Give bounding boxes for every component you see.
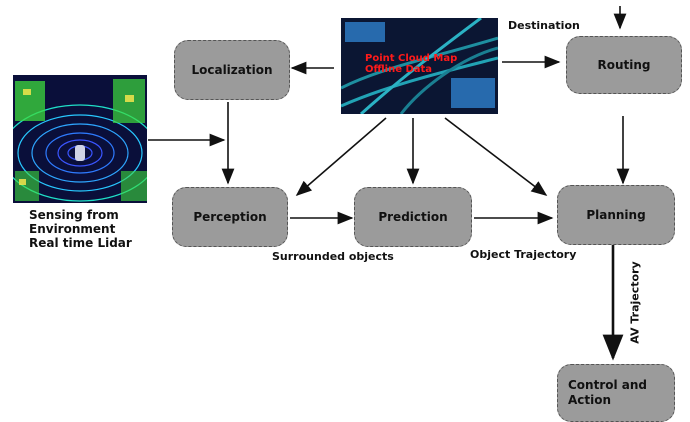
destination-label: Destination [508,19,580,32]
localization-node: Localization [174,40,290,100]
planning-node: Planning [557,185,675,245]
arrow-map-to-planning [444,117,548,196]
sensing-label: Sensing from Environment Real time Lidar [29,208,132,250]
routing-node: Routing [566,36,682,94]
av-trajectory-label: AV Trajectory [628,261,642,344]
lidar-sensor-image [13,75,147,203]
surrounded-objects-label: Surrounded objects [272,250,394,263]
point-cloud-map-image: Point Cloud Map Offline Data [341,18,498,114]
prediction-node: Prediction [354,187,472,247]
point-cloud-map-label: Point Cloud Map Offline Data [365,53,458,75]
object-trajectory-label: Object Trajectory [470,248,577,261]
arrow-map-to-perception [295,117,387,197]
control-action-node: Control and Action [557,364,675,422]
perception-node: Perception [172,187,288,247]
